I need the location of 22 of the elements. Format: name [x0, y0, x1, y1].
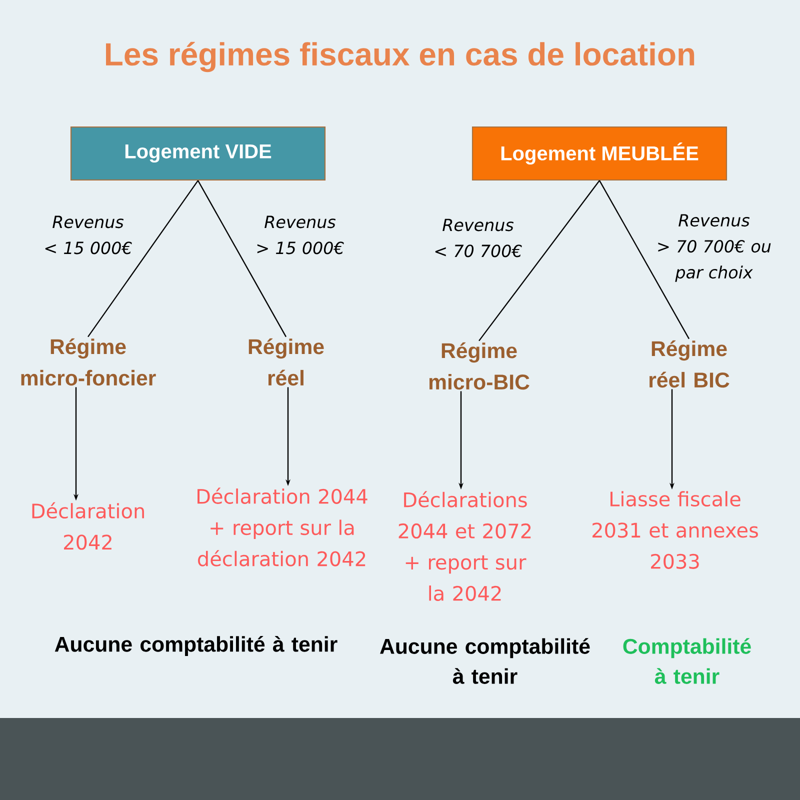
note-text: Aucune comptabilité à tenir — [54, 636, 338, 656]
declaration-text: Déclaration 2044 + report sur la déclaration 2042 — [198, 488, 368, 566]
regime-label: Régime réel — [248, 338, 324, 386]
connector-line — [598, 180, 690, 340]
connector-line — [197, 180, 287, 338]
connector-line — [88, 180, 198, 338]
title: Les régimes fiscaux en cas de location — [106, 42, 694, 72]
edge-label: Revenus < 15 000€ — [45, 216, 132, 254]
connector-line — [478, 180, 600, 342]
note-text: Aucune comptabilité à tenir — [380, 638, 590, 684]
category-box: Logement VIDE — [70, 126, 326, 181]
edge-label: Revenus > 70 700€ ou par choix — [658, 214, 771, 282]
note-text: Comptabilité à tenir — [623, 638, 751, 684]
edge-label: Revenus < 70 700€ — [435, 218, 522, 258]
category-box: Logement MEUBLÉE — [472, 126, 728, 181]
declaration-text: Liasse fiscale 2031 et annexes 2033 — [592, 491, 758, 569]
regime-label: Régime micro-foncier — [21, 338, 156, 386]
regime-label: Régime réel BIC — [650, 340, 730, 388]
regime-label: Régime micro-BIC — [429, 342, 530, 390]
declaration-text: Déclaration 2042 — [32, 502, 144, 550]
declaration-text: Déclarations 2044 et 2072 + report sur la 2042 — [398, 491, 531, 601]
edge-label: Revenus > 15 000€ — [257, 216, 344, 254]
